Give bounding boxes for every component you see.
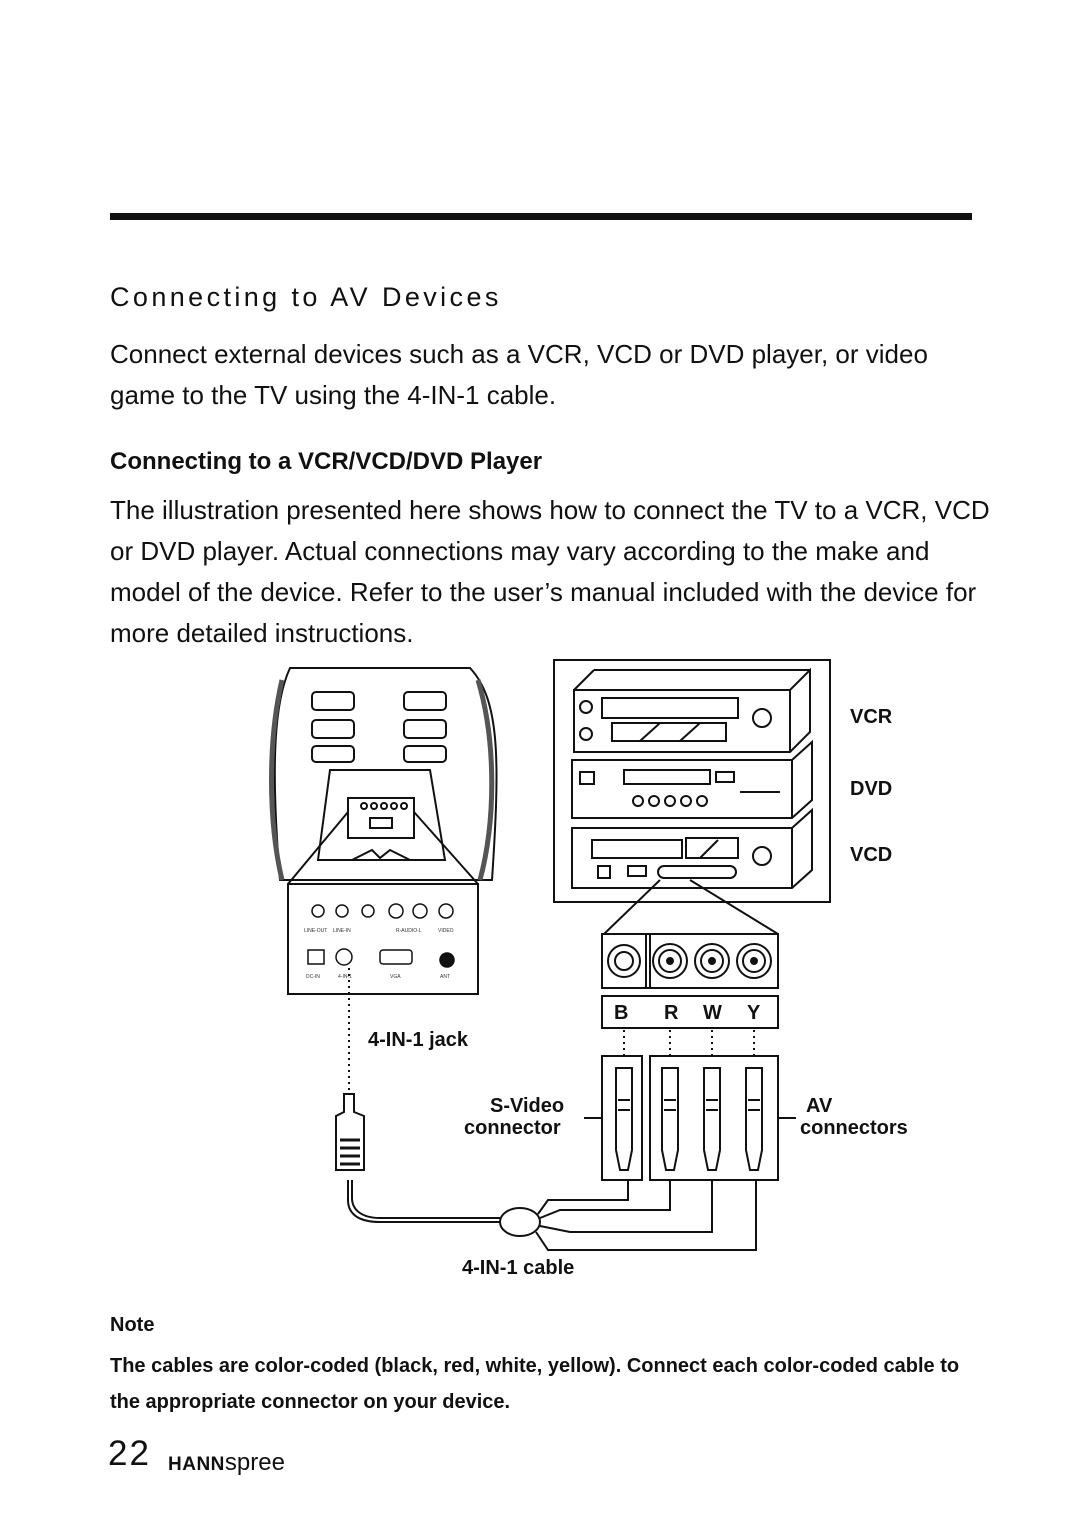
page-number: 22 xyxy=(108,1434,151,1473)
brand-logo-bold: HANN xyxy=(168,1454,225,1475)
tv-rear-illustration xyxy=(269,667,498,885)
port-label-dc-in: DC-IN xyxy=(306,974,320,980)
tv-connector-panel: LINE-OUT LINE-IN R-AUDIO-L VIDEO DC-IN 4… xyxy=(287,883,479,995)
port-label-video: VIDEO xyxy=(438,928,454,934)
subsection-title: Connecting to a VCR/VCD/DVD Player xyxy=(110,448,543,475)
device-jack-panel xyxy=(601,933,779,1029)
note-heading: Note xyxy=(110,1314,155,1336)
jack-label: 4-IN-1 jack xyxy=(368,1029,469,1051)
brand-logo-light: spree xyxy=(224,1449,285,1476)
section-divider xyxy=(110,213,972,220)
av-device-stack xyxy=(553,659,831,935)
port-label-audio: R-AUDIO-L xyxy=(396,928,422,934)
color-code-white: W xyxy=(703,1002,722,1024)
cable-label: 4-IN-1 cable xyxy=(462,1257,574,1279)
color-code-black: B xyxy=(614,1002,628,1024)
port-label-vga: VGA xyxy=(390,974,401,980)
note-text: The cables are color-coded (black, red, … xyxy=(110,1355,960,1413)
section-title: Connecting to AV Devices xyxy=(110,282,502,312)
color-code-red: R xyxy=(664,1002,679,1024)
port-label-4in1: 4-IN-1 xyxy=(338,974,352,980)
svideo-label-line1: S-Video xyxy=(490,1095,564,1117)
vcr-label: VCR xyxy=(850,706,893,728)
dvd-label: DVD xyxy=(850,778,892,800)
intro-paragraph: Connect external devices such as a VCR, … xyxy=(110,339,928,410)
port-label-ant: ANT xyxy=(440,974,450,980)
av-label-line2: connectors xyxy=(800,1117,908,1139)
color-code-yellow: Y xyxy=(747,1002,761,1024)
connector-plugs xyxy=(584,1055,796,1181)
av-label-line1: AV xyxy=(806,1095,833,1117)
brand-logo: HANNspree xyxy=(168,1449,285,1477)
vcd-label: VCD xyxy=(850,844,892,866)
four-in-one-cable-illustration xyxy=(335,1093,757,1251)
svideo-label-line2: connector xyxy=(464,1117,561,1139)
port-label-line-in: LINE-IN xyxy=(333,928,351,934)
body-paragraph: The illustration presented here shows ho… xyxy=(110,495,990,648)
port-label-line-out: LINE-OUT xyxy=(304,928,327,934)
